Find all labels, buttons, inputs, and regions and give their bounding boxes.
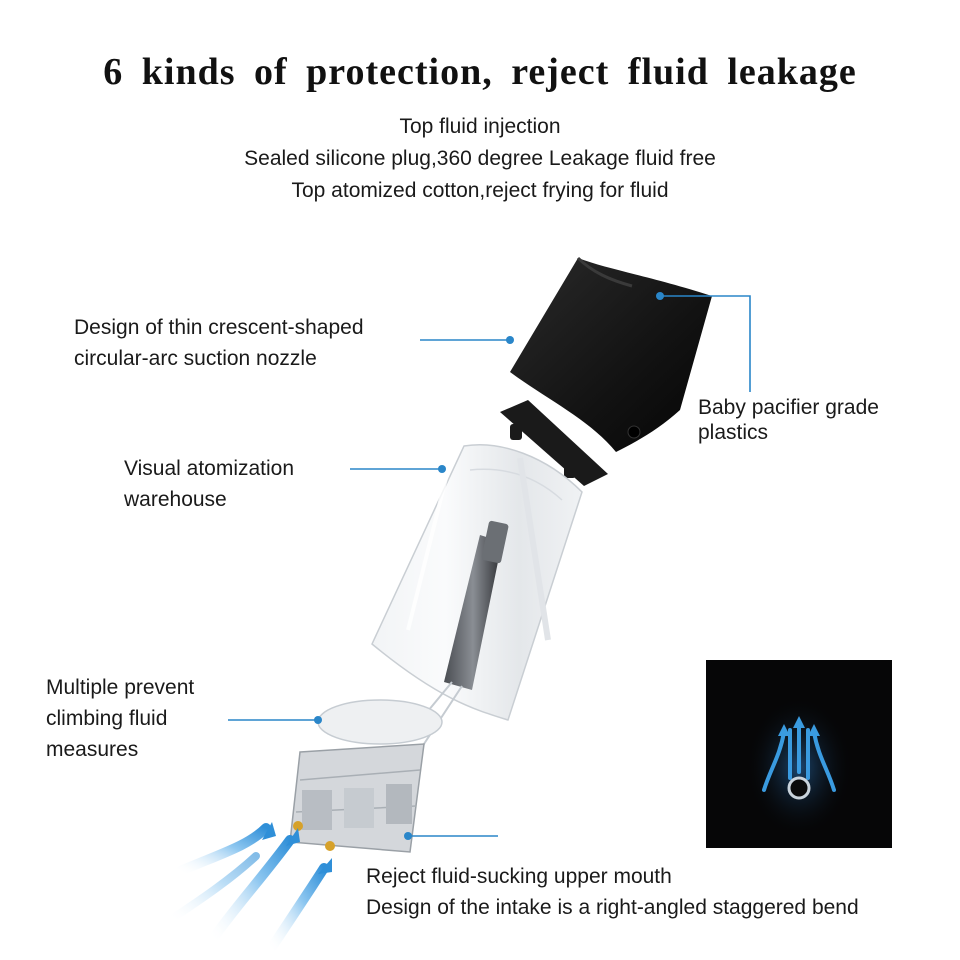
callout-suction-nozzle-line-1: Design of thin crescent-shaped: [74, 316, 364, 339]
intro-line-2: Sealed silicone plug,360 degree Leakage …: [244, 147, 716, 170]
airflow-arrows: [166, 823, 329, 955]
callout-baby-pacifier-line-1: Baby pacifier grade: [698, 396, 879, 419]
callout-climbing-fluid-line-3: measures: [46, 738, 139, 761]
callout-intake-line-2: Design of the intake is a right-angled s…: [366, 896, 859, 919]
callout-suction-nozzle: Design of thin crescent-shaped circular-…: [74, 312, 364, 374]
intro-line-3: Top atomized cotton,reject frying for fl…: [291, 179, 669, 202]
page-title: 6 kinds of protection, reject fluid leak…: [103, 51, 857, 93]
mouthpiece: [510, 256, 712, 452]
callout-climbing-fluid-line-2: climbing fluid: [46, 707, 168, 730]
callout-atomization-warehouse-line-2: warehouse: [124, 488, 227, 511]
callout-baby-pacifier-line-2: plastics: [698, 421, 769, 444]
callout-lines: [228, 295, 751, 837]
base-assembly: [289, 699, 443, 853]
callout-atomization-warehouse: Visual atomization warehouse: [124, 453, 294, 515]
callout-climbing-fluid-line-1: Multiple prevent: [46, 676, 195, 699]
airflow-arrowheads: [262, 822, 332, 874]
callout-intake: Reject fluid-sucking upper mouth Design …: [366, 861, 859, 923]
airflow-inset-panel: [706, 660, 892, 848]
callout-intake-line-1: Reject fluid-sucking upper mouth: [366, 865, 672, 888]
silicone-plug: [500, 400, 608, 486]
callout-climbing-fluid: Multiple prevent climbing fluid measures: [46, 672, 194, 765]
airflow-bend-icon: [746, 690, 852, 830]
intro-line-1: Top fluid injection: [399, 115, 561, 138]
callout-suction-nozzle-line-2: circular-arc suction nozzle: [74, 347, 317, 370]
callout-dots: [314, 292, 664, 840]
callout-atomization-warehouse-line-1: Visual atomization: [124, 457, 295, 480]
callout-baby-pacifier: Baby pacifier grade plastics: [698, 395, 879, 445]
